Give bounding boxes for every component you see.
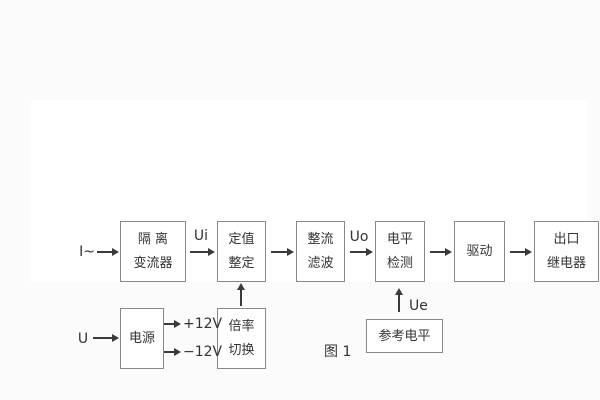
node-label-line: 变流器 (133, 256, 173, 271)
label-signal-ue: Ue (409, 298, 428, 314)
node-label-line: 隔 离 (137, 232, 169, 247)
node-power-supply: 电源 (120, 308, 164, 369)
arrow-driver-to-relay (510, 248, 532, 256)
node-label-line: 电源 (128, 331, 155, 346)
label-current-input: I~ (79, 244, 95, 260)
arrow-multiplier-to-setting (237, 283, 245, 306)
label-plus-12v: +12V (183, 316, 223, 332)
arrow-rectify-to-level (350, 248, 373, 256)
node-setting-adjustment: 定值 整定 (217, 221, 266, 282)
diagram-canvas: 隔 离 变流器 定值 整定 整流 滤波 电平 检测 驱动 出口 继电器 电源 倍… (31, 100, 599, 369)
node-label-line: 定值 (228, 232, 255, 247)
node-label-line: 整定 (228, 256, 255, 271)
label-voltage-input: U (77, 331, 89, 347)
node-isolation-transformer: 隔 离 变流器 (120, 221, 186, 282)
arrow-setting-to-rectify (271, 248, 294, 256)
node-label-line: 检测 (386, 256, 413, 271)
node-driver: 驱动 (454, 221, 505, 282)
label-minus-12v: −12V (183, 344, 223, 360)
arrow-voltage-input-to-power (93, 334, 119, 342)
label-signal-uo: Uo (349, 229, 369, 245)
node-label-line: 继电器 (546, 256, 586, 271)
node-label-line: 电平 (386, 232, 413, 247)
arrow-isolation-to-setting (190, 248, 215, 256)
label-signal-ui: Ui (193, 228, 209, 244)
node-label-line: 参考电平 (378, 328, 431, 344)
node-rectify-filter: 整流 滤波 (296, 221, 345, 282)
node-label-line: 切换 (228, 343, 255, 358)
figure-caption: 图 1 (324, 344, 352, 360)
arrow-power-to-minus12v (164, 348, 181, 356)
node-label-line: 整流 (307, 232, 334, 247)
node-level-detection: 电平 检测 (375, 221, 425, 282)
node-multiplier-switch: 倍率 切换 (217, 308, 266, 369)
node-reference-level: 参考电平 (366, 319, 443, 353)
node-label-line: 滤波 (307, 256, 334, 271)
arrow-current-input-to-isolation (97, 248, 119, 256)
arrow-reference-to-level (395, 288, 403, 312)
node-label-line: 出口 (553, 232, 580, 247)
node-label-line: 倍率 (228, 319, 255, 334)
arrow-level-to-driver (430, 248, 452, 256)
arrow-power-to-plus12v (164, 320, 181, 328)
node-output-relay: 出口 继电器 (534, 221, 599, 282)
node-label-line: 驱动 (466, 244, 493, 259)
